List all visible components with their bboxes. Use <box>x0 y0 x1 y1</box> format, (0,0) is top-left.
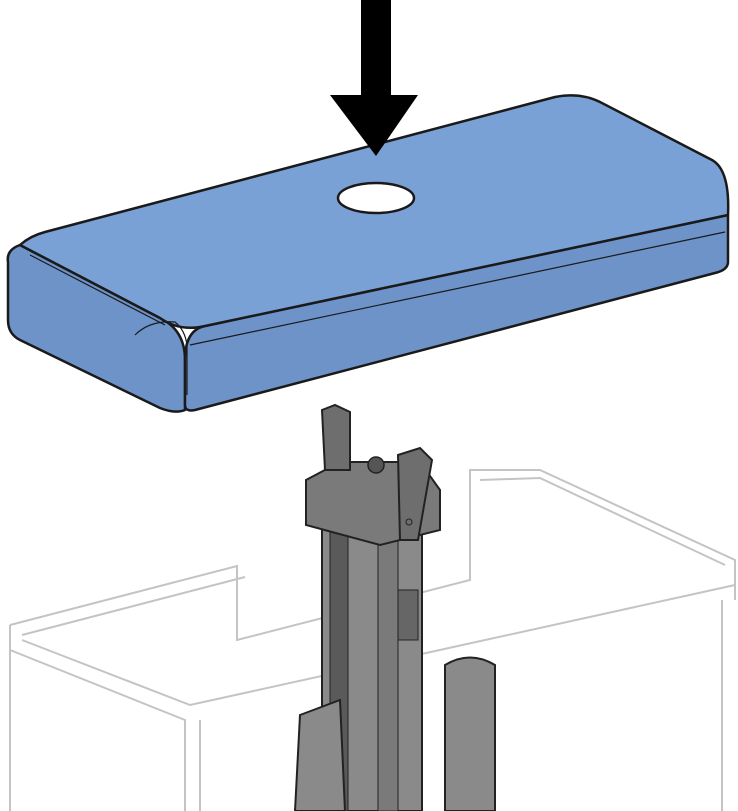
down-arrow-icon <box>330 0 418 156</box>
flush-valve <box>293 403 496 811</box>
lid-button-hole <box>336 181 416 215</box>
toilet-tank <box>9 469 736 811</box>
tank-lid <box>6 94 730 413</box>
lid-front-side <box>6 243 187 413</box>
lid-right-side <box>183 213 730 412</box>
